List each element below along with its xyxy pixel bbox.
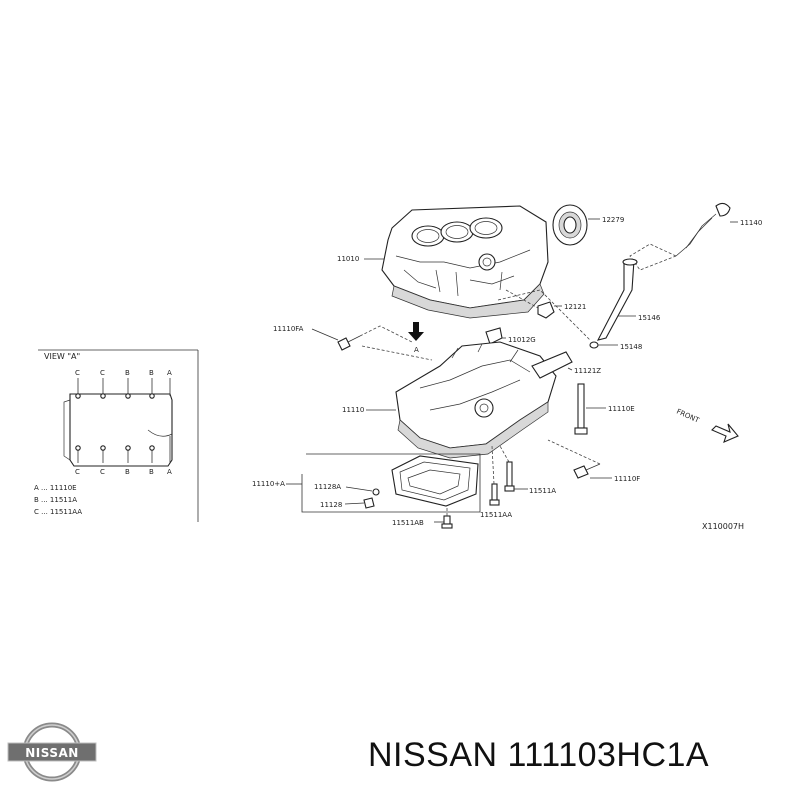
bolt-11110F	[573, 463, 601, 479]
bolt-11110E	[574, 383, 588, 435]
view-a-bottom-marker-c1: C	[75, 468, 80, 476]
view-a-legend-c: C ... 11511AA	[34, 508, 82, 516]
label-11110F: 11110F	[614, 475, 640, 483]
view-a-title: VIEW "A"	[44, 352, 80, 361]
oil-pan-lower-group	[301, 453, 481, 513]
o-ring-15148	[589, 341, 599, 349]
label-11110FA: 11110FA	[273, 325, 304, 333]
view-a-legend-a: A ... 11110E	[34, 484, 77, 492]
label-12121: 12121	[564, 303, 586, 311]
view-a-bottom-marker-b1: B	[125, 468, 130, 476]
oil-dipstick	[675, 202, 731, 257]
view-a-bottom-marker-a: A	[167, 468, 172, 476]
view-a-legend-b: B ... 11511A	[34, 496, 77, 504]
label-11128: 11128	[320, 501, 342, 509]
label-11511A: 11511A	[529, 487, 556, 495]
label-11511AB: 11511AB	[392, 519, 424, 527]
part-title: NISSAN 111103HC1A	[368, 736, 710, 774]
cylinder-block	[381, 205, 549, 319]
label-arrow-a: A	[414, 346, 419, 354]
label-11140: 11140	[740, 219, 762, 227]
front-arrow-icon	[711, 423, 739, 443]
label-11010: 11010	[337, 255, 359, 263]
washer-11128A	[372, 488, 380, 496]
front-label: FRONT	[675, 408, 701, 425]
label-11511AA: 11511AA	[480, 511, 512, 519]
oil-seal	[552, 204, 588, 246]
dipstick-guide	[596, 258, 638, 341]
nissan-logo: NISSAN	[7, 722, 97, 782]
label-15146: 15146	[638, 314, 661, 322]
view-a-block-side	[63, 399, 71, 461]
arrow-a-icon	[408, 322, 424, 341]
view-a-top-marker-b2: B	[149, 369, 154, 377]
bolt-11511A	[504, 461, 515, 492]
label-11110E: 11110E	[608, 405, 635, 413]
label-11121Z: 11121Z	[574, 367, 601, 375]
view-a-bottom-marker-c2: C	[100, 468, 105, 476]
label-11110A: 11110+A	[252, 480, 285, 488]
view-a-top-marker-c2: C	[100, 369, 105, 377]
view-a-top-marker-c1: C	[75, 369, 80, 377]
svg-text:NISSAN: NISSAN	[25, 746, 79, 760]
view-a-bottom-marker-b2: B	[149, 468, 154, 476]
view-a-inset: VIEW "A" C C B B A C C B B A A ... 11110…	[34, 349, 199, 522]
oil-pan-lower	[391, 455, 479, 507]
view-a-block-curve	[147, 429, 173, 437]
label-11012G: 11012G	[508, 336, 536, 344]
label-11128A: 11128A	[314, 483, 341, 491]
bolt-11511AA	[489, 483, 500, 506]
drain-plug-11128	[363, 497, 375, 509]
label-15148: 15148	[620, 343, 642, 351]
view-a-top-marker-a: A	[167, 369, 172, 377]
view-a-top-marker-b1: B	[125, 369, 130, 377]
view-a-block-outline	[69, 393, 173, 467]
bolt-11110FA	[337, 335, 361, 351]
plug-12121	[537, 301, 555, 319]
label-12279: 12279	[602, 216, 624, 224]
label-11110: 11110	[342, 406, 364, 414]
oil-pan-upper	[395, 341, 573, 459]
group-bracket	[301, 453, 481, 513]
figure-code: X110007H	[702, 522, 744, 531]
